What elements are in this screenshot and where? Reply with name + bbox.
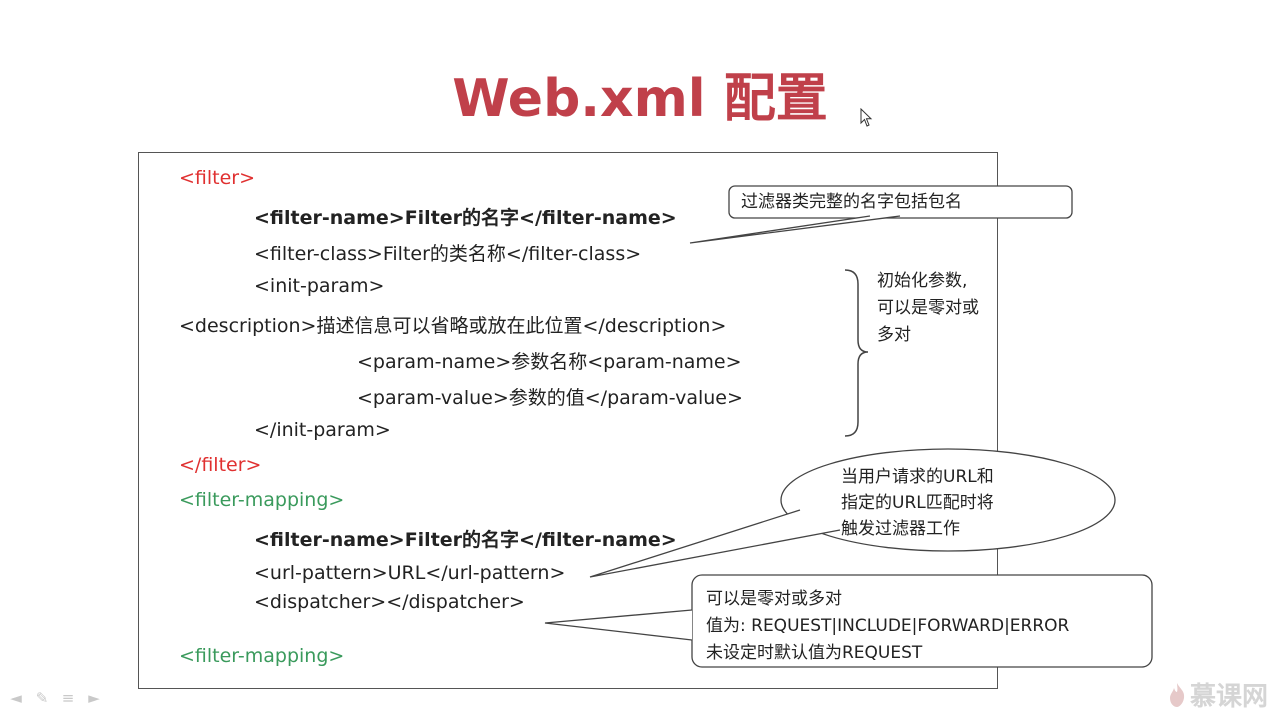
slide-title: Web.xml 配置	[452, 69, 828, 129]
code-line-url-pattern: <url-pattern>URL</url-pattern>	[254, 562, 566, 584]
note-dispatcher-line-1: 可以是零对或多对	[706, 589, 842, 609]
code-line-init-param-open: <init-param>	[254, 275, 385, 297]
code-line-param-name: <param-name>参数名称<param-name>	[357, 351, 742, 373]
menu-icon[interactable]: ≡	[61, 689, 75, 707]
imooc-logo: 慕课网	[1168, 676, 1268, 713]
callout-box-filter-class	[728, 185, 1073, 219]
note-dispatcher-line-3: 未设定时默认值为REQUEST	[706, 643, 923, 663]
note-url-pattern-line-3: 触发过滤器工作	[841, 519, 960, 539]
slideshow-toolbar: ◄ ✎ ≡ ►	[8, 690, 102, 706]
flame-icon	[1170, 682, 1185, 707]
note-init-param-line-2: 可以是零对或	[877, 298, 979, 318]
pen-icon[interactable]: ✎	[35, 689, 49, 707]
code-line-param-value: <param-value>参数的值</param-value>	[357, 387, 743, 409]
code-line-filter-name: <filter-name>Filter的名字</filter-name>	[254, 207, 677, 229]
init-param-brace	[844, 269, 869, 437]
code-line-mapping-filter-name: <filter-name>Filter的名字</filter-name>	[254, 529, 677, 551]
code-line-description: <description>描述信息可以省略或放在此位置</description…	[179, 315, 727, 337]
code-line-filter-open: <filter>	[179, 167, 256, 189]
code-line-filter-mapping-close: <filter-mapping>	[179, 645, 345, 667]
code-line-filter-mapping-open: <filter-mapping>	[179, 489, 345, 511]
callout-pointer-url-pattern	[589, 509, 841, 578]
callout-pointer-dispatcher	[544, 609, 693, 641]
previous-slide-icon[interactable]: ◄	[10, 689, 22, 707]
callout-pointer-filter-class	[689, 215, 901, 244]
logo-text: 慕课网	[1190, 682, 1269, 712]
note-filter-class: 过滤器类完整的名字包括包名	[741, 192, 962, 212]
code-line-filter-class: <filter-class>Filter的类名称</filter-class>	[254, 243, 642, 265]
callout-bubble-url-pattern	[780, 448, 1116, 552]
note-url-pattern-line-2: 指定的URL匹配时将	[841, 493, 994, 513]
code-line-dispatcher: <dispatcher></dispatcher>	[254, 591, 525, 613]
note-dispatcher-line-2: 值为: REQUEST|INCLUDE|FORWARD|ERROR	[706, 616, 1070, 636]
next-slide-icon[interactable]: ►	[88, 689, 100, 707]
code-line-init-param-close: </init-param>	[254, 419, 391, 441]
note-init-param-line-1: 初始化参数,	[877, 271, 968, 291]
note-url-pattern-line-1: 当用户请求的URL和	[841, 467, 994, 487]
code-line-filter-close: </filter>	[179, 454, 262, 476]
note-init-param-line-3: 多对	[877, 325, 911, 345]
mouse-cursor-icon	[860, 108, 873, 127]
